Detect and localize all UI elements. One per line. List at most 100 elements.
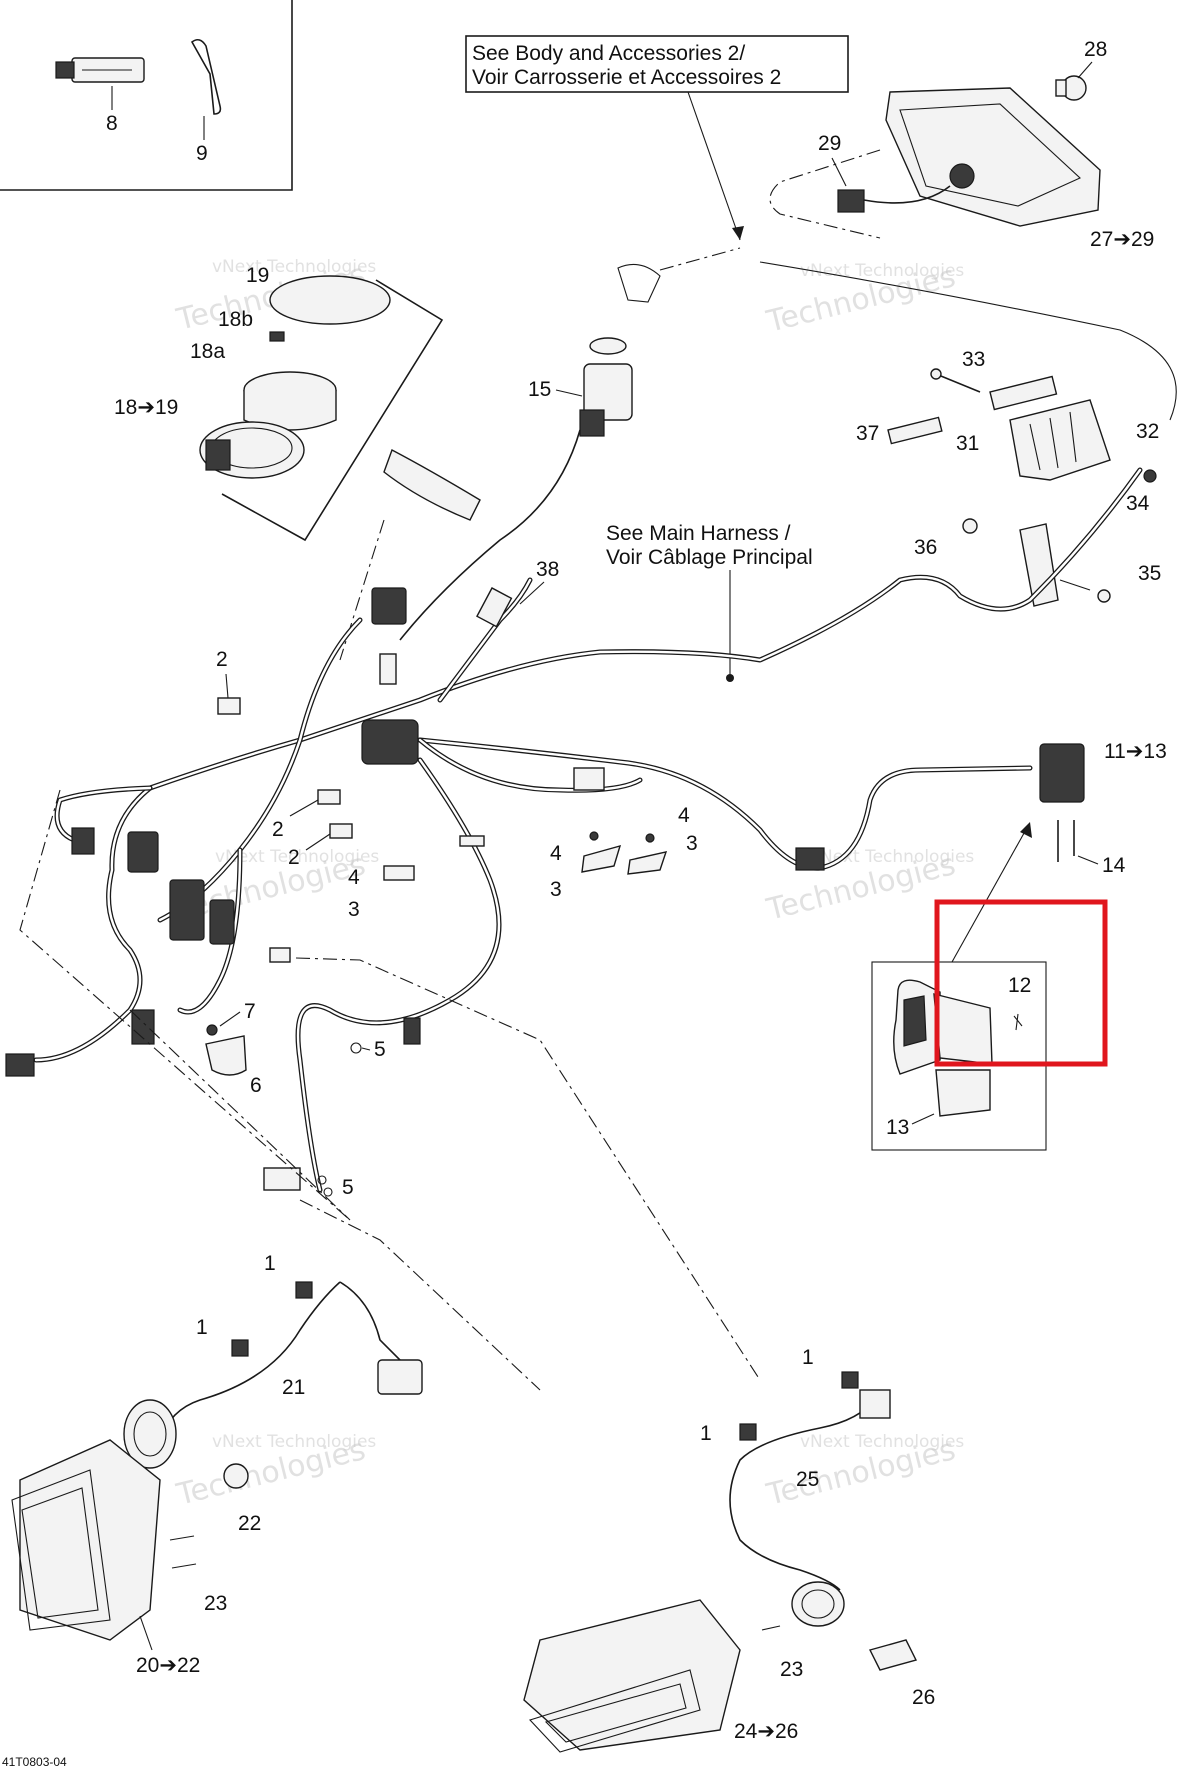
callout-22: 22 — [238, 1512, 261, 1535]
headlight-housing-20 — [19, 1439, 161, 1641]
connector — [269, 947, 291, 963]
switch-base-13 — [935, 1069, 991, 1117]
headlight-housing-24 — [523, 1599, 741, 1751]
callout-32: 32 — [1136, 420, 1159, 443]
callout-34: 34 — [1126, 492, 1150, 515]
callout-33: 33 — [962, 348, 985, 371]
watermark-text: vNext Technologies — [212, 257, 376, 277]
bulb-socket — [791, 1581, 845, 1627]
nut-34 — [1143, 469, 1157, 483]
callout-26: 26 — [912, 1686, 935, 1709]
clip-1 — [841, 1371, 859, 1389]
washer-36 — [962, 518, 978, 534]
connector — [379, 653, 397, 685]
spacer-37 — [887, 416, 943, 445]
connector — [573, 767, 605, 791]
callout-25: 25 — [796, 1468, 819, 1491]
screw-7 — [206, 1024, 218, 1036]
callout-5: 5 — [342, 1176, 354, 1199]
clip-1 — [739, 1423, 757, 1441]
callout-18-19: 18➔19 — [114, 396, 178, 419]
clip-2 — [217, 697, 241, 715]
callout-38: 38 — [536, 558, 559, 581]
connector — [263, 1167, 301, 1191]
inset-box-accessories: 8 9 — [0, 0, 293, 191]
switch-nut — [589, 337, 627, 355]
switch-cover — [933, 993, 993, 1065]
harness-connectors: 38 11➔13 14 — [5, 558, 1167, 1191]
inset-border — [221, 279, 444, 542]
callout-36: 36 — [914, 536, 937, 559]
callout-2: 2 — [288, 846, 300, 869]
callout-24-26: 24➔26 — [734, 1720, 798, 1743]
callout-2: 2 — [216, 648, 228, 671]
callout-15: 15 — [528, 378, 551, 401]
junction-block — [361, 719, 419, 765]
callout-23: 23 — [204, 1592, 227, 1615]
callout-18a: 18a — [190, 340, 225, 363]
callout-4: 4 — [348, 866, 360, 889]
headlight-connector — [377, 1359, 423, 1395]
connector-38 — [476, 587, 513, 628]
callout-18b: 18b — [218, 308, 253, 331]
cable-tie-icon — [190, 38, 222, 115]
callout-9: 9 — [196, 142, 208, 165]
voltage-regulator — [1009, 399, 1111, 481]
ignition-switch-assembly: 15 — [399, 247, 741, 641]
switch-body — [583, 363, 633, 421]
figure-code: 41T0803-04 — [2, 1755, 67, 1769]
clip-2 — [329, 823, 353, 839]
headlight-harness-25 — [729, 1397, 877, 1591]
bulb-26 — [868, 1639, 918, 1671]
connector — [371, 587, 407, 625]
connector — [127, 831, 159, 873]
callout-1: 1 — [700, 1422, 712, 1445]
bracket-6 — [205, 1035, 247, 1076]
callout-21: 21 — [282, 1376, 305, 1399]
callout-3: 3 — [550, 878, 562, 901]
callout-4: 4 — [550, 842, 562, 865]
left-headlight-assembly: 1 1 21 22 23 20➔22 — [11, 1252, 423, 1677]
note-line-2: Voir Câblage Principal — [606, 546, 813, 569]
callout-3: 3 — [686, 832, 698, 855]
switch-housing-11-13 — [1039, 743, 1085, 803]
routing-path — [759, 261, 1177, 421]
connector-block — [1019, 523, 1059, 607]
headlight-harness-21 — [159, 1281, 341, 1441]
gauge-cluster-housing — [885, 87, 1101, 227]
callout-37: 37 — [856, 422, 879, 445]
headlight-connector — [859, 1389, 891, 1419]
clip-1 — [295, 1281, 313, 1299]
screw-35 — [1097, 589, 1111, 603]
connector — [131, 1009, 155, 1045]
callout-11-13: 11➔13 — [1104, 740, 1167, 763]
regulator-assembly: 33 31 37 32 34 36 35 — [856, 348, 1161, 607]
callout-27-29: 27➔29 — [1090, 228, 1154, 251]
switch-inset: 12 13 — [871, 822, 1047, 1151]
note-main-harness: See Main Harness / Voir Câblage Principa… — [606, 522, 813, 682]
highlight-box — [934, 899, 1108, 1067]
callout-31: 31 — [956, 432, 979, 455]
watermark-text: vNext Technologies — [212, 1432, 376, 1452]
callout-1: 1 — [196, 1316, 208, 1339]
connector — [403, 1017, 421, 1045]
callout-35: 35 — [1138, 562, 1161, 585]
callout-3: 3 — [348, 898, 360, 921]
fastener-5 — [350, 1042, 362, 1054]
watermark-text: vNext Technologies — [215, 847, 379, 867]
note-line-1: See Body and Accessories 2/ — [472, 42, 745, 65]
bulb-socket — [123, 1399, 177, 1469]
callout-6: 6 — [250, 1074, 262, 1097]
main-harness-cable — [33, 467, 1143, 1193]
gauge-inset: 19 18b 18a 18➔19 — [114, 264, 481, 661]
spring-12 — [1013, 1013, 1023, 1031]
gauge-cluster-assembly: 28 29 27➔29 — [769, 38, 1154, 251]
bracket-31 — [989, 375, 1058, 411]
callout-29: 29 — [818, 132, 841, 155]
grease-tube-icon — [55, 57, 145, 83]
callout-1: 1 — [264, 1252, 276, 1275]
connector — [209, 899, 235, 945]
gauge-clip — [269, 331, 285, 342]
callout-14: 14 — [1102, 854, 1126, 877]
